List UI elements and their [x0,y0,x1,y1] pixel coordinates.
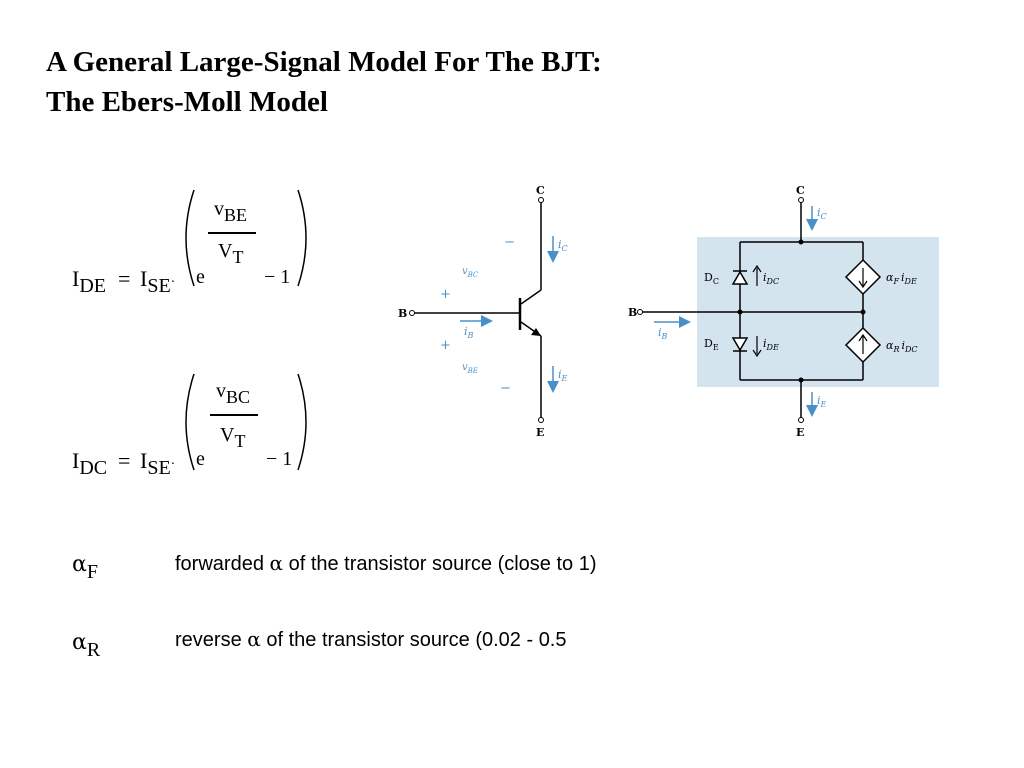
alpha-f-desc-after: of the transistor source (close to 1) [288,553,597,575]
eq-idc-num-sub: BC [226,387,251,407]
slide-title: A General Large-Signal Model For The BJT… [46,42,602,122]
model-e-label: E [796,426,804,439]
eq-ide-lhs-main: I [72,266,80,291]
bjt-vbe-label: vBE [462,362,478,375]
bjt-ib-label: iB [464,325,474,340]
eq-idc-fraction-bar [210,414,258,416]
eq-ide-numerator: vBE [214,198,247,226]
eq-idc-e: e [196,448,205,470]
model-c-label: C [796,184,805,197]
bjt-ic-label: iC [558,238,568,253]
idc-label: iDC [763,271,779,286]
bjt-c-lead [520,289,542,305]
model-c-terminal [798,197,804,203]
de-diode-icon [731,337,749,352]
alpha-f-desc-before: forwarded [175,553,264,575]
eq-idc-num-main: v [216,380,226,402]
alpha-r-desc-before: reverse [175,629,242,651]
ide-label: iDE [763,337,779,352]
eq-idc-denominator: VT [220,424,245,452]
bjt-b-terminal [409,310,415,316]
bjt-vbc-label: vBC [462,266,479,279]
eq-idc-rhs-sub: SE [147,457,171,479]
eq-ide-den-main: V [218,240,233,262]
model-ic-label: iC [817,206,827,221]
alpha-r-sub: R [86,639,101,661]
alpha-r-symbol: αR [72,630,100,662]
alpha-f-desc-alpha: α [269,551,284,575]
de-diode-label: DE [704,337,719,352]
bjt-b-label: B [398,307,407,320]
eq-ide-equals: = [118,266,131,291]
model-b-label: B [628,306,637,319]
alpha-r-description: reverse α of the transistor source (0.02… [175,627,567,652]
title-line-1: A General Large-Signal Model For The BJT… [46,46,602,78]
eq-ide-num-sub: BE [224,205,248,225]
bjt-vbc-minus: − [504,235,515,250]
eq-ide-dot: · [170,275,176,290]
bjt-vbe-plus: + [440,338,451,353]
alpha-r-desc-alpha: α [247,627,261,651]
eq-idc-equals: = [118,448,131,473]
bjt-c-terminal [538,197,544,203]
eq-idc-den-sub: T [234,431,246,451]
eq-ide-den-sub: T [232,247,244,267]
eq-ide-rhs-sub: SE [147,275,171,297]
bjt-emitter-arrow [531,328,541,336]
model-ie-label: iE [817,394,827,409]
alpha-f-symbol: αF [72,552,98,584]
ide-arrow-head [752,349,762,358]
eq-idc-den-main: V [220,424,235,446]
eq-ide-num-main: v [214,198,224,220]
dc-diode-label: DC [704,271,719,286]
eq-ide-lhs: IDE [72,266,106,298]
bjt-vbe-minus: − [500,381,511,396]
alpha-f-main: α [72,552,87,577]
eq-ide-fraction-bar [208,232,256,234]
eq-idc-lhs-main: I [72,448,80,473]
bjt-transistor-diagram: C B E iC iE iB − vBC + + vBE − [398,184,568,439]
alpha-r-main: α [72,630,87,655]
eq-idc-minus-one: − 1 [266,448,293,470]
eq-ide-minus-one: − 1 [264,266,291,288]
alpha-f-description: forwarded α of the transistor source (cl… [175,551,597,576]
title-line-2: The Ebers-Moll Model [46,86,328,118]
idc-arrow-head [752,264,762,273]
model-b-terminal [637,309,643,315]
eq-idc-dot: · [170,457,176,472]
eq-idc-lhs-sub: DC [79,457,108,479]
eq-ide-parens [185,189,307,287]
eq-ide-denominator: VT [218,240,243,268]
dc-diode-icon [731,270,749,285]
eq-ide-e: e [196,266,205,288]
eq-idc-lhs: IDC [72,448,107,480]
bjt-e-terminal [538,417,544,423]
eq-ide-rhs: ISE· [140,266,175,298]
eq-idc-numerator: vBC [216,380,250,408]
eq-idc-parens [185,373,307,471]
bjt-ie-label: iE [558,368,568,383]
bjt-e-label: E [536,426,544,439]
alpha-r-source-arrow-head [858,333,868,342]
alpha-f-sub: F [86,561,98,583]
bjt-vbc-plus: + [440,287,451,302]
alpha-f-source-arrow-head [858,280,868,289]
eq-ide-rhs-main: I [140,266,148,291]
model-e-terminal [798,417,804,423]
bjt-c-label: C [536,184,545,197]
eq-idc-rhs: ISE· [140,448,175,480]
eq-ide-lhs-sub: DE [79,275,106,297]
alpha-r-desc-after: of the transistor source (0.02 - 0.5 [266,629,567,651]
eq-idc-rhs-main: I [140,448,148,473]
model-ib-label: iB [658,326,668,341]
